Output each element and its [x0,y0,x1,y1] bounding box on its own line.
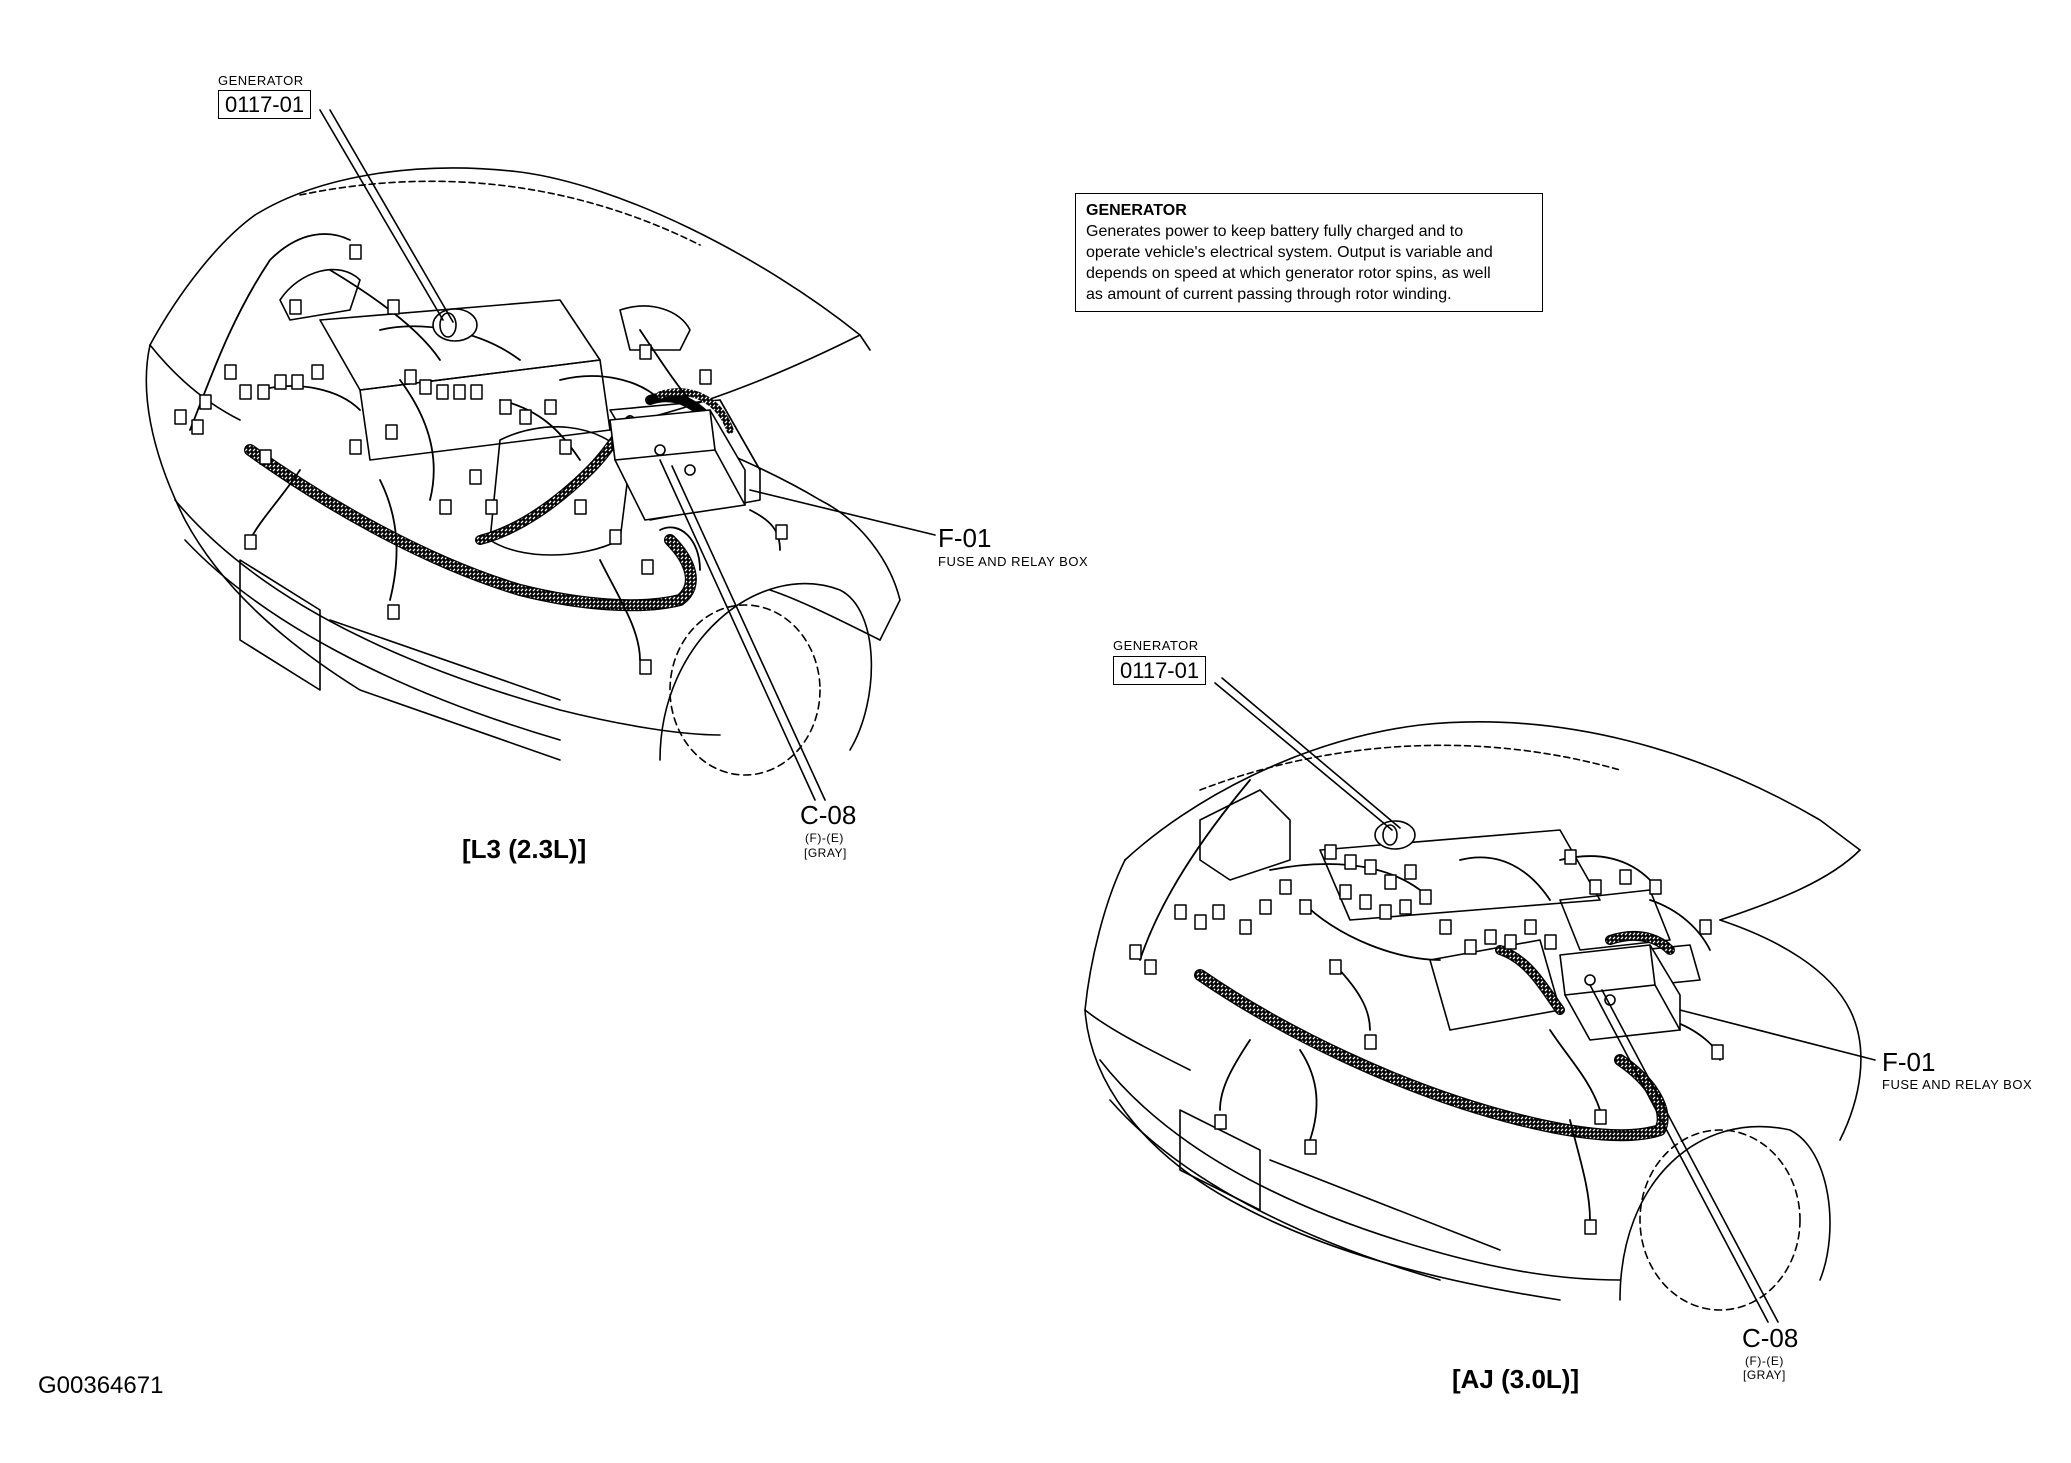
generator-code-l3: 0117-01 [218,90,312,119]
connector-sub1-l3: (F)-(E) [805,831,844,845]
connector-code-aj: C-08 [1742,1323,1799,1353]
generator-description-box: GENERATOR Generates power to keep batter… [1075,193,1543,312]
generator-label-aj: GENERATOR [1113,638,1199,653]
generator-label-l3: GENERATOR [218,73,304,88]
leader-lines-aj [1214,677,1876,1323]
fuse-label-l3: FUSE AND RELAY BOX [938,554,1089,569]
fuse-box-aj [1559,944,1681,1041]
main-harness-aj [1195,970,1668,1140]
generator-aj [1374,820,1416,850]
description-line: depends on speed at which generator roto… [1086,265,1491,282]
branch-wires-l3 [189,233,781,661]
branch-wires-aj [1139,779,1721,1221]
figure-id: G00364671 [38,1372,164,1399]
connector-code-l3: C-08 [800,800,857,830]
fuse-box-l3 [609,409,746,521]
car-l3-body [145,167,901,776]
description-title: GENERATOR [1086,202,1187,219]
fuse-code-aj: F-01 [1882,1047,1936,1077]
leader-lines-l3 [319,109,936,801]
car-aj-body [1084,721,1862,1311]
description-line: operate vehicle's electrical system. Out… [1086,244,1493,261]
connector-sub2-aj: [GRAY] [1743,1368,1786,1382]
fuse-label-aj: FUSE AND RELAY BOX [1882,1077,2033,1092]
generator-code-aj: 0117-01 [1113,656,1207,685]
connectors-l3 [174,244,788,675]
connector-sub1-aj: (F)-(E) [1745,1354,1784,1368]
connector-sub2-l3: [GRAY] [804,846,847,860]
connectors-aj [1129,844,1724,1235]
description-line: Generates power to keep battery fully ch… [1086,223,1464,240]
caption-l3: [L3 (2.3L)] [462,834,587,864]
description-line: as amount of current passing through rot… [1086,286,1452,303]
fuse-code-l3: F-01 [938,523,992,553]
caption-aj: [AJ (3.0L)] [1452,1364,1580,1394]
